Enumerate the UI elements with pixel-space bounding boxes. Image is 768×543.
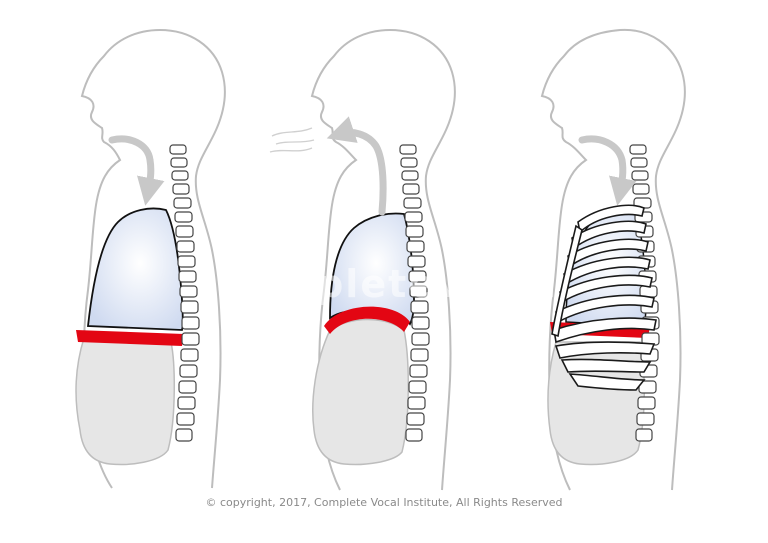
sternum [551,224,583,338]
inhale-arrow [108,135,165,206]
rib [577,204,645,234]
lung-shape [86,207,184,331]
rib [560,358,652,373]
diaphragm-band [324,306,410,334]
rib [563,256,651,286]
copyright-notice: © copyright, 2017, Complete Vocal Instit… [205,496,563,509]
figure-exhale [269,28,456,491]
rib [553,317,657,344]
body-outline [540,28,686,491]
breath-lines [269,127,315,153]
rib [559,274,653,304]
body-outline [80,28,226,489]
diaphragm-band [76,330,184,346]
spine [169,144,200,442]
ribcage [551,204,657,391]
rib [554,341,656,359]
rib [567,238,649,268]
figure-ribcage [540,28,686,491]
spine [399,144,430,442]
rib [571,220,647,250]
rib [555,294,655,324]
abdomen-shape [312,318,409,466]
abdomen-shape [75,337,176,466]
figure-inhale [75,28,226,489]
body-outline [310,28,456,491]
exhale-arrow [326,116,387,216]
inhale-arrow [578,135,637,206]
rib [568,373,646,391]
